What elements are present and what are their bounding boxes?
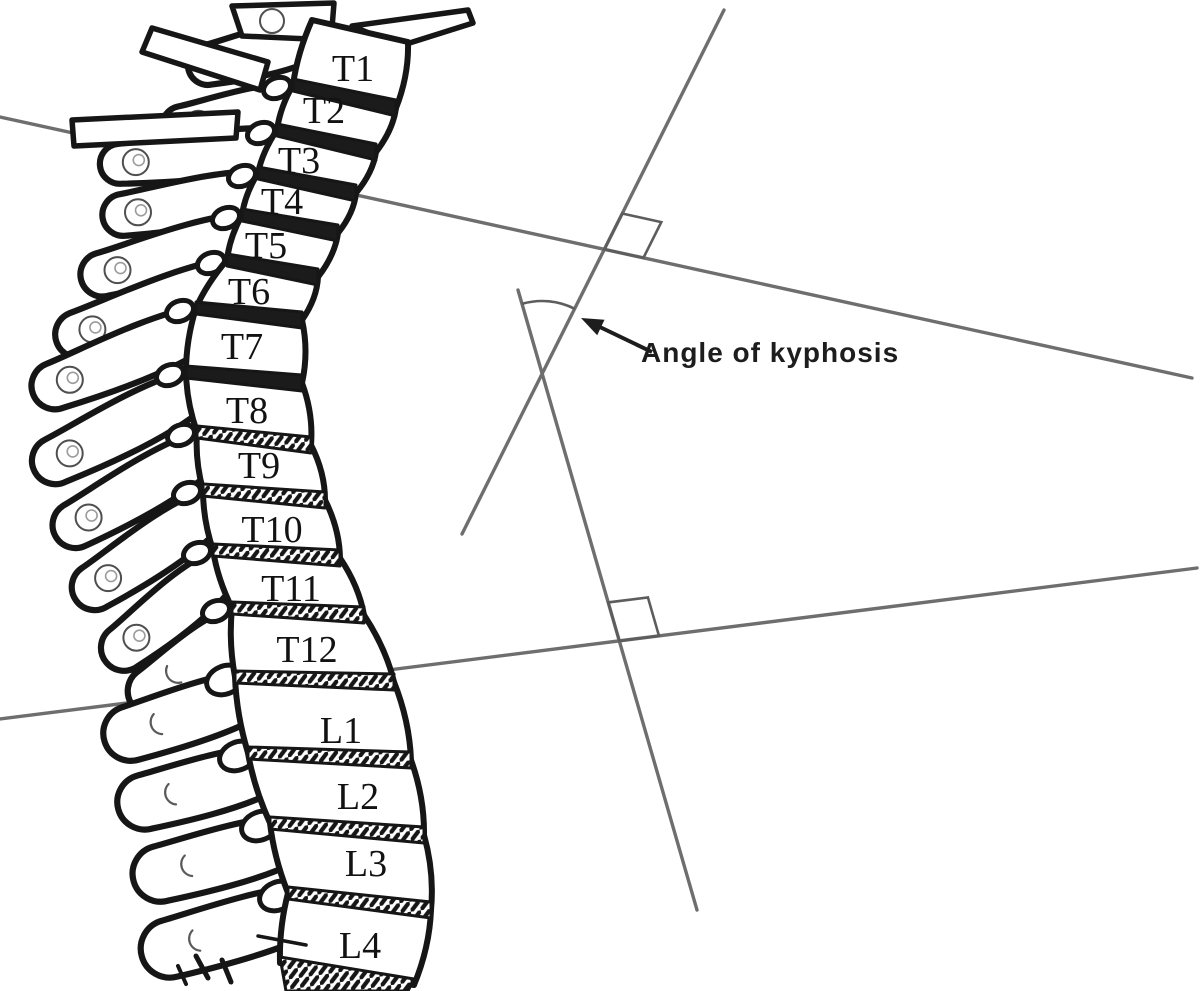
vertebra-label-l2: L2 — [337, 776, 379, 818]
intervertebral-disc — [246, 745, 413, 770]
facet-knob — [260, 74, 294, 102]
intervertebral-disc — [256, 165, 358, 203]
annotation-arrowhead — [581, 318, 605, 336]
sketch-mark — [256, 934, 308, 947]
vertebra-label-t5: T5 — [245, 225, 287, 267]
annotation-arrow-line — [592, 322, 653, 354]
rib-end-stipple — [94, 564, 123, 593]
vertebra-label-l1: L1 — [320, 710, 362, 752]
rib-end-stipple — [121, 148, 150, 177]
vertebra-label-t7: T7 — [221, 326, 263, 368]
intervertebral-disc — [194, 300, 304, 330]
vertebra-label-t10: T10 — [241, 509, 302, 551]
process-crease — [180, 854, 194, 878]
process-crease — [164, 782, 178, 806]
intervertebral-disc — [184, 364, 304, 393]
sketch-mark — [193, 953, 211, 981]
process-crease — [164, 664, 183, 684]
facet-knob — [225, 162, 259, 190]
rib-end-stipple — [104, 569, 118, 583]
right-angle-marker — [606, 595, 661, 643]
sketch-mark — [176, 964, 188, 986]
intervertebral-disc — [268, 815, 426, 845]
process-crease — [149, 713, 164, 736]
upper-beak — [139, 25, 271, 93]
rib-end-stipple — [85, 509, 98, 522]
transverse-process-t9 — [49, 428, 222, 552]
vertebra-label-t12: T12 — [276, 629, 337, 671]
intervertebral-disc — [291, 77, 398, 118]
vertebra-label-t9: T9 — [238, 445, 280, 487]
intervertebral-disc — [286, 885, 433, 920]
intervertebral-disc — [195, 424, 313, 455]
vertebra-label-t8: T8 — [226, 390, 268, 432]
intervertebral-disc — [211, 542, 342, 568]
angle-arc — [521, 299, 576, 310]
intervertebral-disc — [230, 600, 366, 625]
facet-knob — [244, 119, 278, 147]
facet-knob — [153, 361, 187, 389]
rib-end-stipple — [66, 371, 80, 385]
upper-perpendicular-line — [460, 8, 726, 536]
rib-end-stipple — [134, 204, 148, 217]
vertebra-label-t6: T6 — [228, 271, 270, 313]
right-angle-marker — [602, 212, 664, 260]
intervertebral-disc — [233, 669, 396, 692]
facet-knob — [209, 204, 243, 232]
rib-end-stipple — [114, 261, 127, 275]
vertebra-label-t2: T2 — [303, 90, 345, 132]
rib-end-stipple — [55, 365, 84, 394]
vertebra-label-l3: L3 — [345, 843, 387, 885]
rib-end-stipple — [122, 623, 151, 652]
vertebra-label-t11: T11 — [261, 568, 321, 610]
vertebra-label-l4: L4 — [339, 925, 381, 967]
rib-end-stipple — [124, 198, 152, 227]
annotation-label: Angle of kyphosis — [641, 337, 899, 368]
intervertebral-disc — [225, 252, 320, 287]
vertebra-label-t3: T3 — [278, 140, 320, 182]
l4-inferior-disc-band — [278, 955, 416, 991]
vertebra-label-t1: T1 — [332, 48, 374, 90]
rib-end-stipple — [66, 445, 79, 458]
rib-end-stipple — [55, 439, 84, 468]
rib-end-stipple — [74, 503, 103, 532]
process-crease — [188, 929, 202, 952]
transverse-process-t7 — [28, 302, 219, 413]
rib-end-stipple — [132, 153, 146, 167]
mid-beak — [69, 109, 241, 149]
intervertebral-disc — [275, 122, 378, 162]
transverse-process-t10 — [68, 486, 229, 614]
rib-end-stipple — [103, 256, 132, 285]
intervertebral-disc — [201, 482, 327, 510]
sketch-mark — [219, 957, 234, 985]
facet-knob — [163, 297, 197, 325]
intervertebral-disc — [240, 207, 340, 243]
lower-perpendicular-line — [516, 288, 699, 912]
vertebra-label-t4: T4 — [261, 181, 303, 223]
wing-stipple — [259, 8, 285, 34]
rib-end-stipple — [133, 629, 146, 643]
rib-end-stipple — [89, 321, 102, 334]
